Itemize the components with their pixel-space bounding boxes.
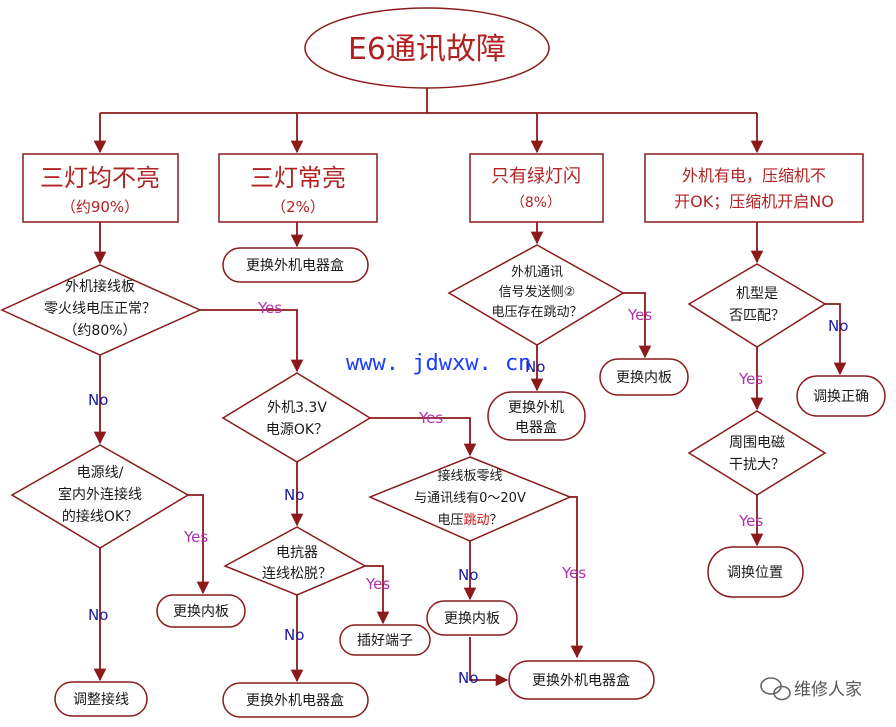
branch1-header: 三灯均不亮 （约90%） (22, 153, 179, 223)
svg-text:更换内板: 更换内板 (444, 610, 500, 627)
svg-text:外机有电，压缩机不: 外机有电，压缩机不 (682, 166, 826, 185)
branch4-q2: 周围电磁 干扰大？ (687, 410, 827, 496)
branch2-result-q3-no: 更换内板 (426, 600, 518, 636)
branch2-q1: 外机3.3V 电源OK？ (221, 372, 372, 463)
svg-text:三灯均不亮: 三灯均不亮 (40, 164, 160, 192)
branch2-result-yes: 插好端子 (339, 624, 431, 656)
svg-text:信号发送侧②: 信号发送侧② (499, 284, 576, 300)
svg-text:（约80%）: （约80%） (63, 323, 136, 339)
svg-text:（8%）: （8%） (511, 195, 561, 211)
svg-text:电源OK？: 电源OK？ (266, 422, 328, 438)
branch4-header: 外机有电，压缩机不 开OK；压缩机开启NO (644, 153, 864, 223)
no-label: No (458, 566, 478, 584)
branch3-result-no: 更换外机 电器盒 (487, 391, 586, 441)
svg-text:开OK；压缩机开启NO: 开OK；压缩机开启NO (674, 192, 834, 211)
svg-text:否匹配？: 否匹配？ (729, 308, 785, 324)
connectors (93, 88, 847, 687)
svg-text:电抗器: 电抗器 (276, 545, 318, 561)
svg-text:更换内板: 更换内板 (616, 369, 672, 386)
branch1-q2: 电源线/ 室内外连接线 的接线OK？ (10, 444, 190, 549)
no-label: No (88, 391, 108, 409)
svg-text:维修人家: 维修人家 (794, 680, 862, 700)
svg-text:接线板零线: 接线板零线 (437, 468, 502, 484)
brand-watermark: 维修人家 (760, 677, 862, 701)
svg-text:电源线/: 电源线/ (77, 465, 124, 481)
svg-text:更换内板: 更换内板 (173, 603, 229, 620)
svg-text:更换外机: 更换外机 (508, 399, 564, 416)
branch4-result-yes: 调换位置 (707, 546, 804, 598)
svg-text:（约90%）: （约90%） (61, 198, 139, 216)
no-label: No (525, 358, 545, 376)
yes-label: Yes (418, 409, 443, 427)
svg-text:连线松脱？: 连线松脱？ (262, 566, 332, 582)
svg-text:机型是: 机型是 (736, 286, 778, 302)
branch1-result-no: 调整接线 (54, 681, 148, 717)
no-label: No (284, 626, 304, 644)
svg-text:外机3.3V: 外机3.3V (267, 400, 327, 416)
svg-text:调换位置: 调换位置 (727, 564, 783, 581)
yes-label: Yes (183, 528, 208, 546)
branch2-result-q3-yes: 更换外机电器盒 (508, 660, 655, 700)
yes-label: Yes (627, 306, 652, 324)
branch2-result-no: 更换外机电器盒 (222, 682, 369, 718)
branch2-header: 三灯常亮 （2%） (218, 153, 378, 223)
no-label: No (88, 606, 108, 624)
branch3-header: 只有绿灯闪 （8%） (469, 153, 604, 223)
branch2-q3: 接线板零线 与通讯线有0～20V 电压跳动？ (368, 456, 572, 542)
svg-text:三灯常亮: 三灯常亮 (250, 164, 346, 192)
yes-label: Yes (561, 564, 586, 582)
svg-text:更换外机电器盒: 更换外机电器盒 (246, 692, 344, 709)
yes-label: Yes (257, 299, 282, 317)
branch4-q1: 机型是 否匹配？ (687, 263, 827, 348)
yes-label: Yes (738, 370, 763, 388)
svg-text:电器盒: 电器盒 (515, 419, 557, 436)
branch2-q2: 电抗器 连线松脱？ (223, 526, 367, 596)
no-label: No (284, 486, 304, 504)
svg-text:零火线电压正常？: 零火线电压正常？ (44, 301, 156, 317)
svg-text:只有绿灯闪: 只有绿灯闪 (491, 166, 581, 187)
title-node: E6通讯故障 (304, 7, 550, 89)
branch2-q3-line3: 电压跳动？ (437, 513, 502, 528)
branch2-result-1: 更换外机电器盒 (222, 247, 369, 283)
svg-text:调整接线: 调整接线 (73, 691, 129, 708)
svg-text:更换外机电器盒: 更换外机电器盒 (246, 257, 344, 274)
svg-text:的接线OK？: 的接线OK？ (62, 508, 138, 525)
title-text: E6通讯故障 (348, 32, 506, 67)
watermark-url: www. jdwxw. cn (346, 351, 531, 376)
branch3-q1: 外机通讯 信号发送侧② 电压存在跳动？ (447, 244, 625, 346)
svg-text:与通讯线有0～20V: 与通讯线有0～20V (414, 491, 526, 506)
svg-text:干扰大？: 干扰大？ (729, 457, 785, 473)
yes-label: Yes (365, 575, 390, 593)
wechat-icon (760, 677, 791, 701)
svg-text:（2%）: （2%） (271, 198, 325, 216)
no-label: No (828, 317, 848, 335)
svg-text:外机接线板: 外机接线板 (65, 278, 135, 295)
branch4-result-no: 调换正确 (796, 375, 886, 417)
svg-text:调换正确: 调换正确 (813, 388, 869, 405)
svg-text:外机通讯: 外机通讯 (511, 265, 563, 280)
branch1-q1: 外机接线板 零火线电压正常？ （约80%） (0, 264, 202, 356)
yes-label: Yes (738, 512, 763, 530)
branch1-result-yes: 更换内板 (156, 594, 246, 628)
svg-text:周围电磁: 周围电磁 (729, 435, 785, 451)
svg-text:插好端子: 插好端子 (357, 633, 413, 649)
edge-labels: Yes No Yes No Yes No Yes No No No Yes Ye… (88, 299, 848, 687)
no-label: No (458, 669, 478, 687)
svg-text:更换外机电器盒: 更换外机电器盒 (532, 672, 630, 689)
svg-text:室内外连接线: 室内外连接线 (58, 486, 142, 503)
svg-text:电压存在跳动？: 电压存在跳动？ (491, 305, 582, 320)
branch3-result-yes: 更换内板 (599, 358, 689, 396)
